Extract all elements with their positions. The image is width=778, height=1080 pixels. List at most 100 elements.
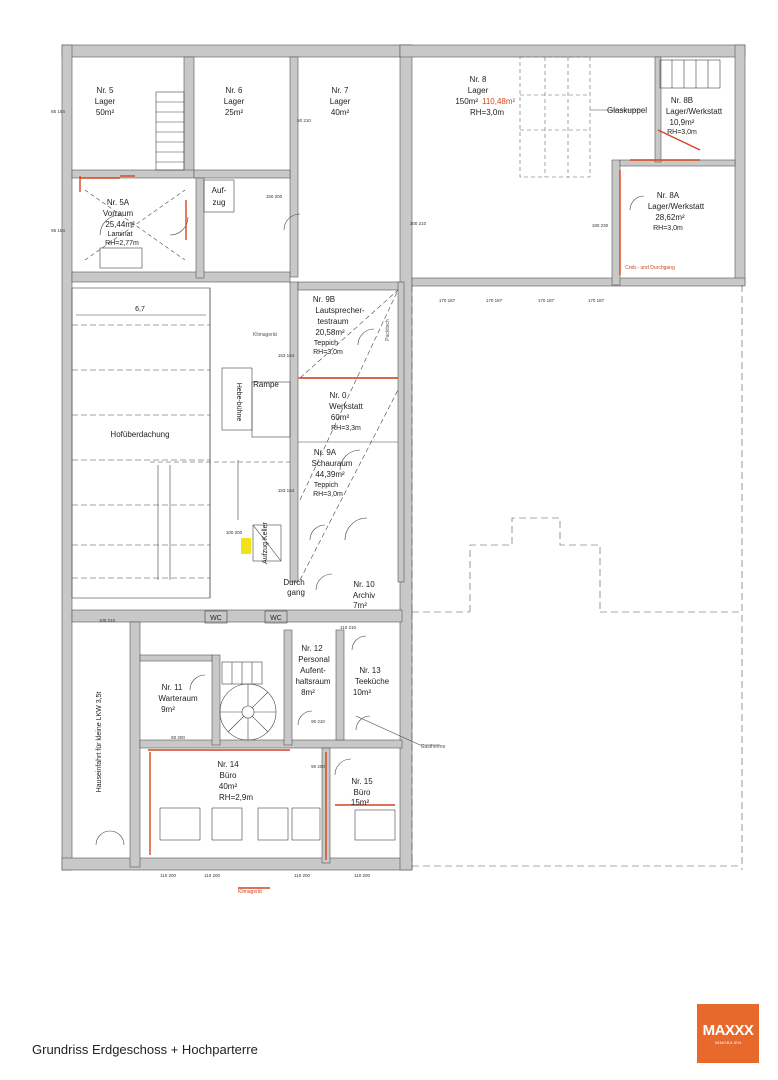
svg-text:10m²: 10m² (353, 688, 372, 697)
svg-text:40m²: 40m² (331, 108, 350, 117)
svg-text:90 210: 90 210 (311, 719, 325, 724)
room-8a: Nr. 8A Lager/Werkstatt 28,62m² RH=3,0m (648, 191, 705, 232)
aufzug-label-top: Auf- (212, 186, 227, 195)
maxxx-logo: MAXXX IMMOBILIEN (697, 1004, 759, 1063)
aufzug-label-bottom: zug (213, 198, 226, 207)
svg-text:110 200: 110 200 (354, 873, 370, 878)
svg-text:8m²: 8m² (301, 688, 315, 697)
durchgang-label-1: Durch (283, 578, 304, 587)
svg-text:15m²: 15m² (351, 798, 370, 807)
svg-text:Nr. 8A: Nr. 8A (657, 191, 680, 200)
wc-label-2: WC (270, 615, 282, 622)
svg-text:Büro: Büro (354, 788, 371, 797)
svg-text:Archiv: Archiv (353, 591, 375, 600)
klimagerat-label-bottom: Klimagerät (238, 889, 263, 895)
svg-text:25,44m²: 25,44m² (105, 220, 135, 229)
room-14: Nr. 14 Büro 40m² RH=2,9m (217, 760, 253, 802)
svg-text:95 154: 95 154 (51, 228, 65, 233)
svg-text:RH=3,0m: RH=3,0m (313, 491, 343, 498)
room-15: Nr. 15 Büro 15m² (351, 777, 373, 807)
room-9a: Nr. 9A Schauraum 44,39m² Teppich RH=3,0m (312, 448, 353, 498)
aufzug-keller-label: Aufzug Keller (262, 522, 269, 564)
svg-text:Warteraum: Warteraum (158, 694, 198, 703)
room-labels: Nr. 5 Lager 50m² Nr. 6 Lager 25m² Nr. 7 … (95, 75, 723, 807)
room-6: Nr. 6 Lager 25m² (224, 86, 245, 117)
svg-text:RH=2,77m: RH=2,77m (105, 240, 139, 247)
glaskuppel-label: Glaskuppel (607, 106, 647, 115)
hebebuehne-label: Hebe-bühne (235, 383, 242, 422)
svg-text:170 187: 170 187 (588, 298, 605, 303)
svg-text:RH=2,9m: RH=2,9m (219, 793, 253, 802)
svg-text:Büro: Büro (220, 771, 237, 780)
plan-linework (71, 56, 743, 870)
svg-text:Teppich: Teppich (314, 340, 338, 347)
svg-text:Laminat: Laminat (108, 231, 133, 238)
room-7: Nr. 7 Lager 40m² (330, 86, 351, 117)
room-5-use: Lager (95, 97, 116, 106)
svg-text:100 200: 100 200 (226, 530, 243, 535)
room-9b: Nr. 9B Lautsprecher- testraum 20,58m² Te… (313, 295, 365, 356)
svg-text:Personal: Personal (298, 655, 330, 664)
svg-text:RH=3,3m: RH=3,3m (331, 425, 361, 432)
logo-sub: IMMOBILIEN (714, 1040, 742, 1045)
room-5-area: 50m² (96, 108, 115, 117)
svg-text:Nr. 7: Nr. 7 (332, 86, 349, 95)
svg-text:Lager/Werkstatt: Lager/Werkstatt (666, 107, 723, 116)
svg-text:RH=3,0m: RH=3,0m (653, 225, 683, 232)
svg-text:Lager: Lager (468, 86, 489, 95)
yellow-marker (241, 538, 251, 554)
creb-label: Creb.- und Durchgang (625, 265, 675, 271)
svg-text:Teppich: Teppich (314, 482, 338, 489)
svg-text:Nr. 5A: Nr. 5A (107, 198, 130, 207)
svg-text:85 154: 85 154 (51, 109, 65, 114)
svg-text:44,39m²: 44,39m² (315, 470, 345, 479)
svg-text:Aufent-: Aufent- (300, 666, 326, 675)
room-5a: Nr. 5A Vorraum 25,44m² Laminat RH=2,77m (103, 198, 139, 247)
svg-text:haltsraum: haltsraum (295, 677, 330, 686)
svg-text:110,48m²: 110,48m² (482, 97, 516, 106)
svg-text:Nr. 8: Nr. 8 (470, 75, 487, 84)
svg-text:Nr. 12: Nr. 12 (301, 644, 323, 653)
svg-text:Nr. 11: Nr. 11 (162, 683, 183, 692)
svg-text:153 154: 153 154 (278, 353, 295, 358)
svg-text:Nr. 0: Nr. 0 (330, 391, 347, 400)
hofueberdachung-label: Hofüberdachung (110, 430, 169, 439)
svg-text:Nr. 14: Nr. 14 (217, 760, 239, 769)
svg-text:testraum: testraum (317, 317, 348, 326)
red-markings (79, 129, 701, 889)
svg-text:28,62m²: 28,62m² (655, 213, 685, 222)
gastherme-label: Gastherme (421, 744, 446, 750)
svg-text:170 187: 170 187 (486, 298, 503, 303)
svg-text:RH=3,0m: RH=3,0m (667, 129, 697, 136)
dimension-markers: 85 154 95 154 50 210 300 210 170 187 170… (51, 109, 609, 878)
svg-text:Nr. 9B: Nr. 9B (313, 295, 335, 304)
svg-text:25m²: 25m² (225, 108, 244, 117)
feature-labels: Auf- zug Glaskuppel Rampe Hebe-bühne Hof… (96, 106, 675, 895)
room-10: Nr. 10 Archiv 7m² (353, 580, 375, 610)
svg-text:7m²: 7m² (353, 601, 367, 610)
svg-text:Lager: Lager (330, 97, 351, 106)
svg-text:180 230: 180 230 (592, 223, 609, 228)
svg-text:100 210: 100 210 (99, 618, 116, 623)
svg-text:50 210: 50 210 (297, 118, 311, 123)
svg-text:90 200: 90 200 (311, 764, 325, 769)
svg-text:RH=3,0m: RH=3,0m (470, 108, 504, 117)
room-13: Nr. 13 Teeküche 10m² (353, 666, 390, 697)
dimension-67: 6,7 (135, 306, 145, 313)
svg-text:Nr. 8B: Nr. 8B (671, 96, 693, 105)
room-0: Nr. 0 Werkstatt 60m² RH=3,3m (329, 391, 363, 432)
room-5: Nr. 5 Lager 50m² (95, 86, 116, 117)
svg-text:Nr. 9A: Nr. 9A (314, 448, 337, 457)
svg-text:Lautsprecher-: Lautsprecher- (315, 306, 365, 315)
svg-text:80 200: 80 200 (171, 735, 185, 740)
durchgang-label-2: gang (287, 588, 305, 597)
wc-label-1: WC (210, 615, 222, 622)
room-12: Nr. 12 Personal Aufent- haltsraum 8m² (295, 644, 330, 697)
svg-text:Teeküche: Teeküche (355, 677, 390, 686)
svg-text:110 200: 110 200 (204, 873, 220, 878)
svg-text:10,9m²: 10,9m² (670, 118, 695, 127)
svg-text:Schauraum: Schauraum (312, 459, 353, 468)
svg-text:20,58m²: 20,58m² (315, 328, 345, 337)
klimagerat-label: Klimagerät (253, 332, 278, 338)
